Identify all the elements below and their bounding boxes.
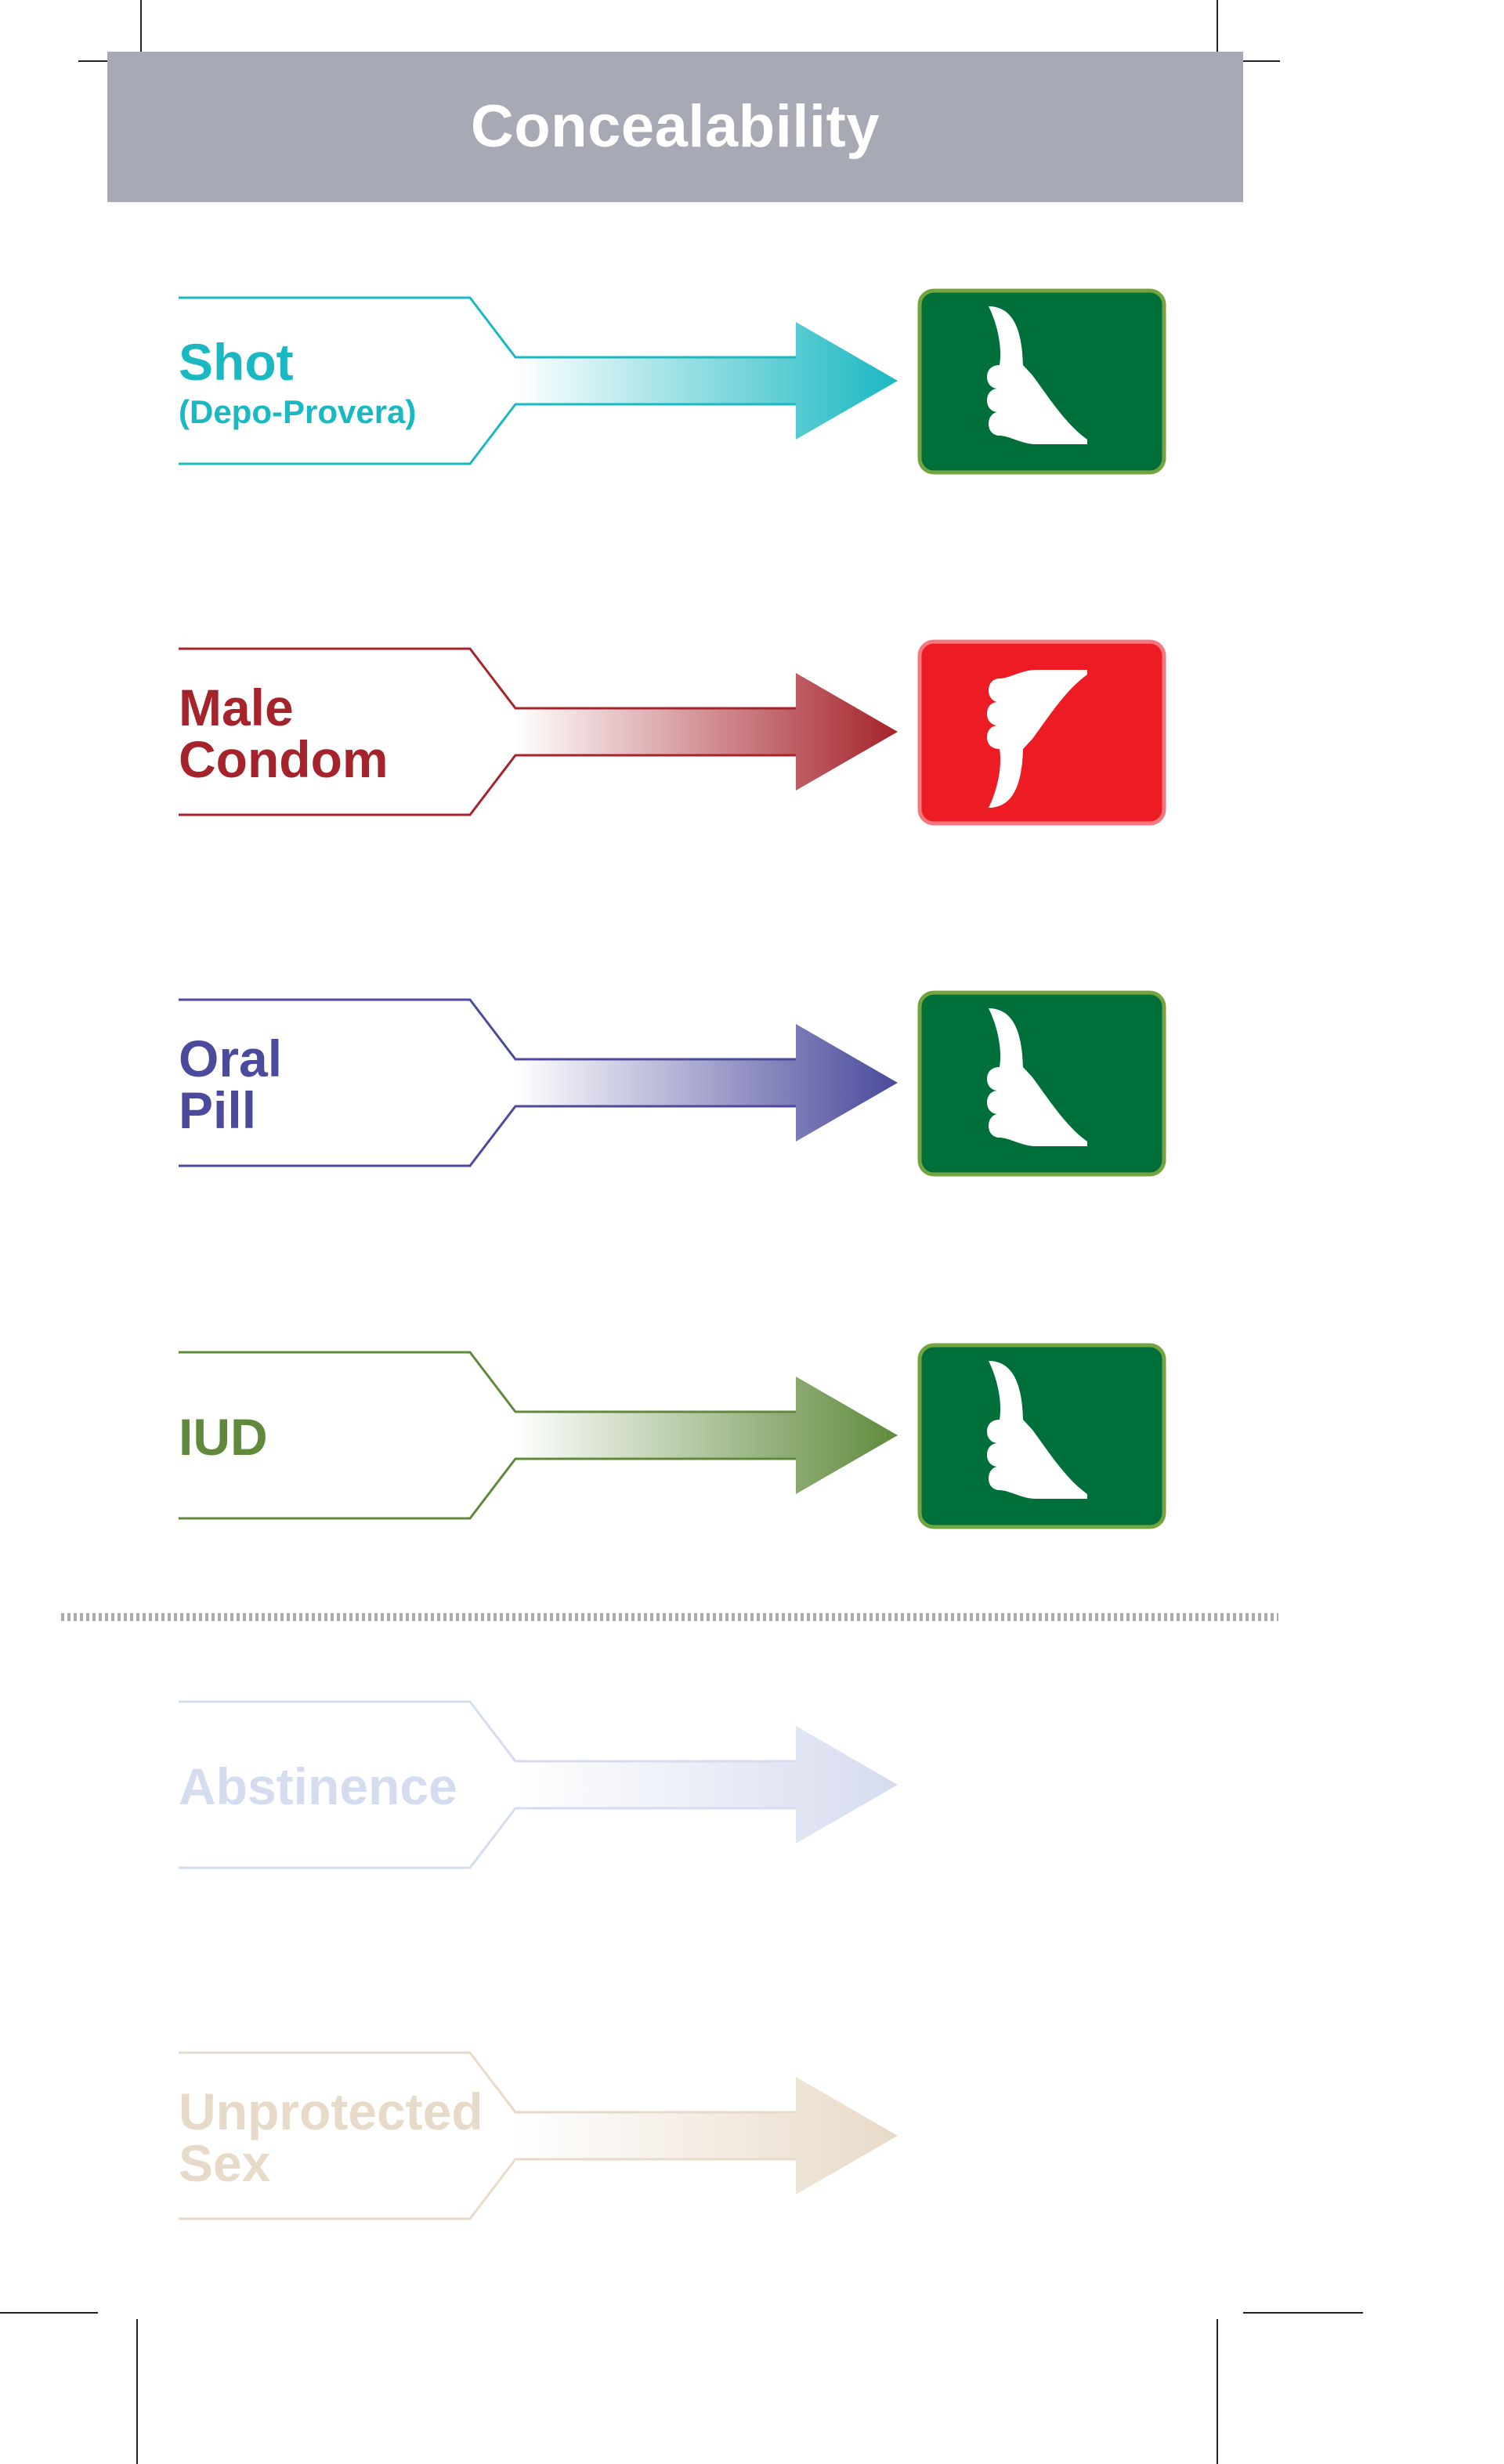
label-outline-bottom: [179, 1457, 796, 1520]
label-outline-top: [179, 1351, 796, 1413]
header-bar: [107, 52, 1243, 202]
arrow-abstinence: [515, 1726, 898, 1843]
thumbs-up-icon: [987, 1361, 1087, 1500]
verdict-tile: [917, 639, 1166, 826]
arrow-oral-pill: [515, 1024, 898, 1142]
label-abstinence: Abstinence: [179, 1760, 457, 1812]
label-line2: Pill: [179, 1081, 257, 1139]
label-line1: Unprotected: [179, 2082, 483, 2140]
label-outline-bottom: [179, 1807, 796, 1869]
label-outline-top: [179, 1700, 796, 1763]
arrow-shot: [515, 322, 898, 440]
verdict-tile: [917, 990, 1166, 1177]
thumbs-up-icon: [987, 306, 1087, 445]
label-line1: IUD: [179, 1408, 268, 1466]
arrow-unprotected-sex: [515, 2077, 898, 2194]
thumbs-down-icon: [987, 669, 1087, 808]
verdict-tile: [917, 1343, 1166, 1529]
label-line1: Male: [179, 678, 294, 736]
label-shot: Shot(Depo-Provera): [179, 336, 416, 429]
label-line2: Sex: [179, 2134, 271, 2192]
label-iud: IUD: [179, 1411, 268, 1463]
label-subtitle: (Depo-Provera): [179, 393, 417, 430]
verdict-tile: [917, 288, 1166, 475]
label-line1: Shot: [179, 333, 294, 391]
label-line2: Condom: [179, 730, 389, 788]
label-line1: Abstinence: [179, 1757, 457, 1815]
arrow-male-condom: [515, 673, 898, 791]
page-title: Concealability: [470, 93, 880, 160]
thumbs-up-icon: [987, 1008, 1087, 1147]
arrow-iud: [515, 1377, 898, 1494]
label-line1: Oral: [179, 1029, 283, 1087]
